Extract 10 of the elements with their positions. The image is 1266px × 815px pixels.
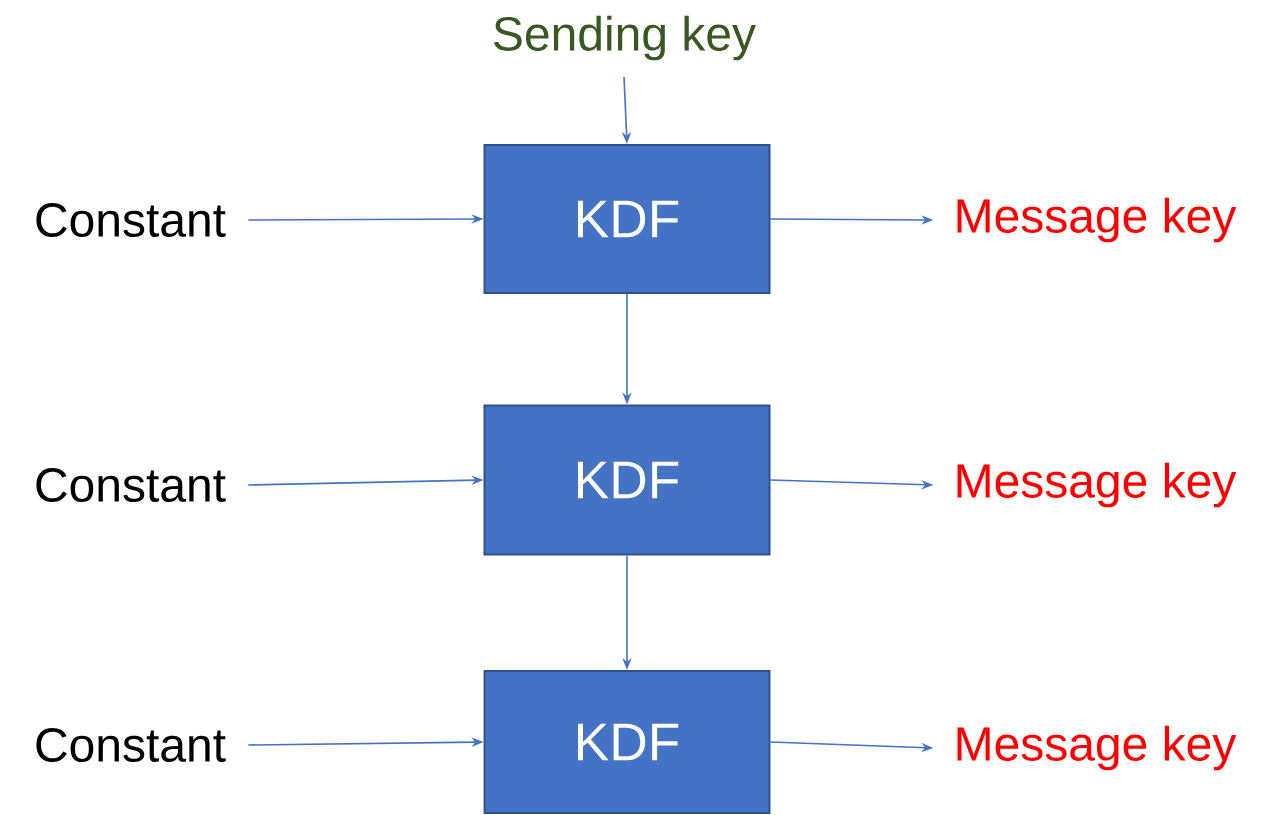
output-label: Message key [957,725,1237,771]
process-box: KDF [483,670,771,814]
input-label: Constant [36,203,226,237]
output-label: Message key [957,462,1237,508]
input-label: Constant [36,468,226,502]
process-box: KDF [483,404,771,556]
input-label: Constant [36,728,226,762]
output-label: Message key [957,197,1237,243]
input-label: Sending key [494,15,756,61]
process-box: KDF [483,144,771,294]
